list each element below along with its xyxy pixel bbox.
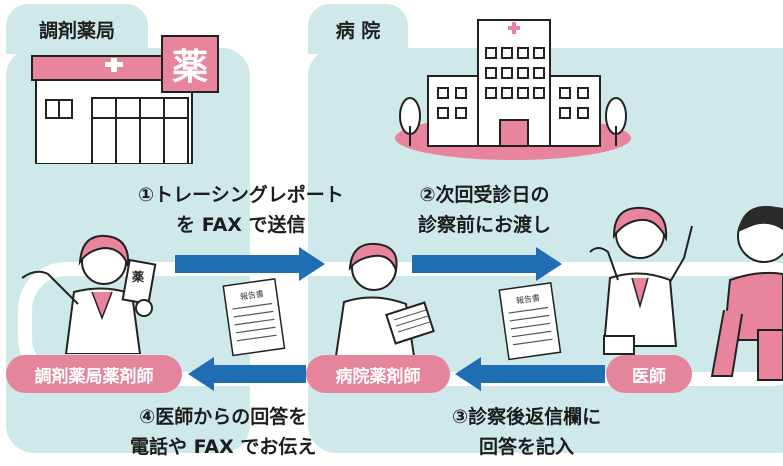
hospital-pharmacist-label: 病院薬剤師 (306, 355, 450, 393)
patient-figure-icon (710, 205, 783, 381)
hospital-pharmacist-figure-icon (334, 242, 435, 356)
doctor-figure-icon (589, 206, 693, 355)
report-document-icon (222, 278, 286, 357)
pharmacy-sign-char: 薬 (171, 47, 208, 88)
step1-line2: を FAX で送信 (176, 214, 306, 236)
step4-line2: 電話や FAX でお伝え (130, 436, 317, 458)
step1-caption: ①トレーシングレポート を FAX で送信 (138, 180, 344, 240)
hospital-tab: 病 院 (308, 4, 408, 54)
step2-line2: 診察前にお渡し (418, 214, 552, 236)
step4-line1: ④医師からの回答を (139, 406, 308, 428)
step2-caption: ②次回受診日の 診察前にお渡し (418, 180, 551, 240)
doctor-label-text: 医師 (632, 366, 666, 387)
step3-caption: ③診察後返信欄に 回答を記入 (452, 402, 601, 462)
step4-caption: ④医師からの回答を 電話や FAX でお伝え (130, 402, 316, 462)
pharmacy-tab: 調剤薬局 (6, 4, 148, 54)
doctor-label: 医師 (606, 355, 692, 393)
arrow-fax-to-hospital (175, 247, 325, 281)
pharmacist-label: 調剤薬局薬剤師 (6, 355, 182, 393)
arrow-hospital-to-pharmacy (188, 357, 306, 391)
step3-line1: ③診察後返信欄に (452, 406, 602, 428)
report-document-icon (498, 282, 562, 361)
pharmacist-figure-icon (21, 234, 157, 354)
hospital-tab-label: 病 院 (335, 19, 381, 42)
arrow-doctor-to-hospital (455, 357, 605, 391)
step2-line1: ②次回受診日の (419, 184, 550, 206)
step3-line2: 回答を記入 (479, 436, 575, 458)
step1-line1: ①トレーシングレポート (138, 184, 344, 206)
medicine-bag-char: 薬 (132, 270, 145, 284)
pharmacy-tab-label: 調剤薬局 (38, 19, 115, 42)
pharmacist-label-text: 調剤薬局薬剤師 (34, 366, 154, 387)
arrow-hospital-to-doctor (412, 247, 562, 281)
pharmacy-sign: 薬 (162, 36, 218, 92)
hospital-pharmacist-label-text: 病院薬剤師 (335, 366, 421, 387)
pharmacy-building-icon (31, 35, 219, 164)
hospital-building-icon (395, 19, 631, 160)
